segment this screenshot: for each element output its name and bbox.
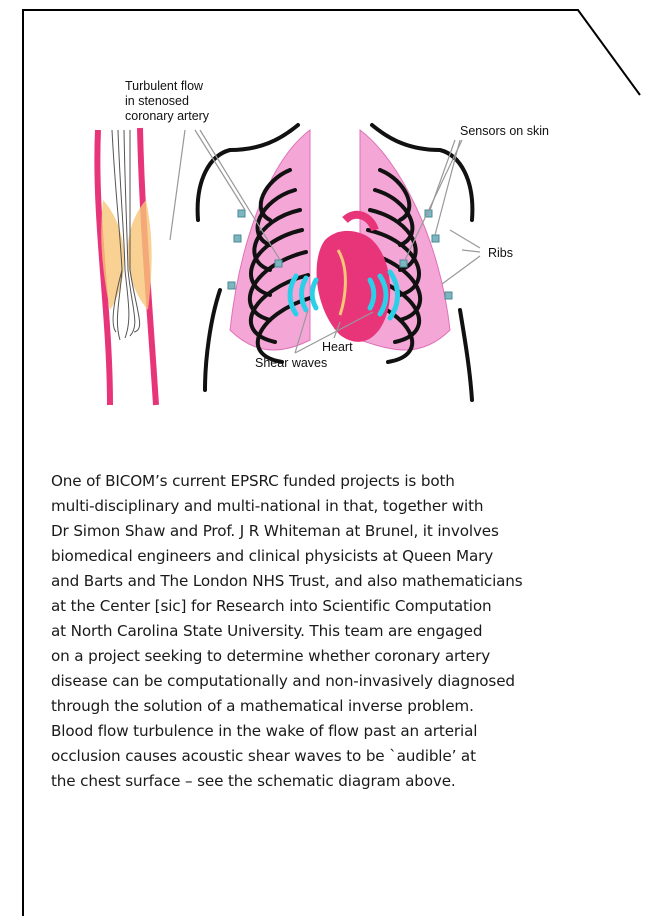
label-sensors-on-skin: Sensors on skin [460, 124, 549, 138]
label-turbulent-flow-line2: in stenosed [125, 94, 189, 108]
chest-schematic-diagram: Turbulent flow in stenosed coronary arte… [70, 70, 610, 410]
stenosed-artery-illustration [97, 128, 156, 405]
label-shear-waves: Shear waves [255, 356, 327, 370]
label-turbulent-flow-line1: Turbulent flow [125, 79, 204, 93]
label-ribs: Ribs [488, 246, 513, 260]
label-heart: Heart [322, 340, 353, 354]
label-turbulent-flow-line3: coronary artery [125, 109, 210, 123]
body-paragraph: One of BICOM’s current EPSRC funded proj… [51, 469, 623, 794]
